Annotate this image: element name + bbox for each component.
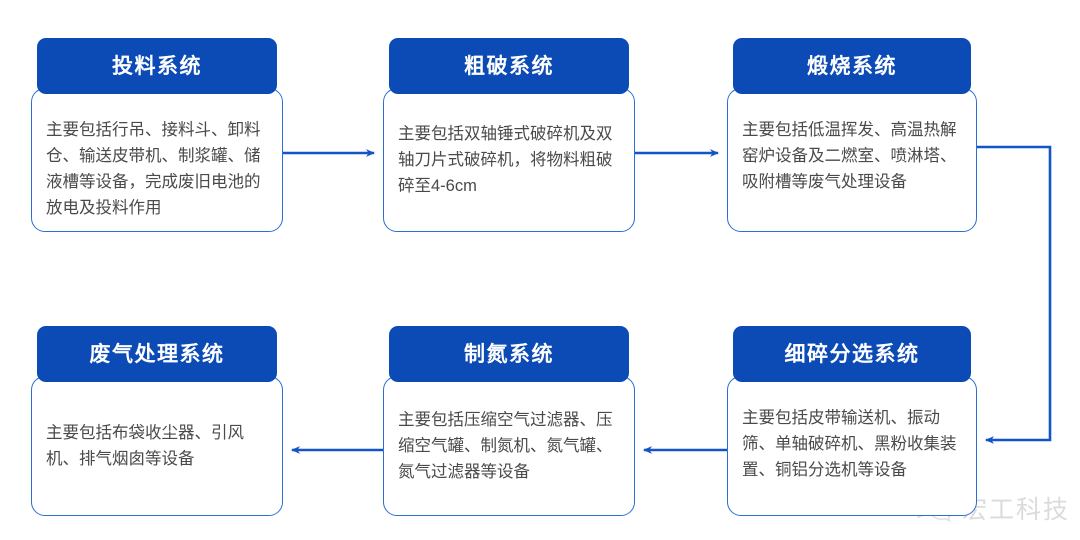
node-waste-gas-treatment-system[interactable]: 主要包括布袋收尘器、引风机、排气烟囱等设备 废气处理系统 (31, 326, 283, 516)
node-body-text-coarse-crushing-system: 主要包括双轴锤式破碎机及双轴刀片式破碎机，将物料粗破碎至4-6cm (398, 125, 613, 195)
node-body-text-calcination-system: 主要包括低温挥发、高温热解窑炉设备及二燃室、喷淋塔、吸附槽等废气处理设备 (742, 121, 957, 191)
node-body-calcination-system: 主要包括低温挥发、高温热解窑炉设备及二燃室、喷淋塔、吸附槽等废气处理设备 (727, 88, 977, 232)
node-title-fine-crushing-sorting-system: 细碎分选系统 (784, 342, 920, 366)
node-header-feeding-system[interactable]: 投料系统 (37, 38, 277, 94)
node-coarse-crushing-system[interactable]: 主要包括双轴锤式破碎机及双轴刀片式破碎机，将物料粗破碎至4-6cm 粗破系统 (383, 38, 635, 232)
node-header-coarse-crushing-system[interactable]: 粗破系统 (389, 38, 629, 94)
node-calcination-system[interactable]: 主要包括低温挥发、高温热解窑炉设备及二燃室、喷淋塔、吸附槽等废气处理设备 煅烧系… (727, 38, 977, 232)
node-title-feeding-system: 投料系统 (112, 54, 202, 78)
node-body-text-fine-crushing-sorting-system: 主要包括皮带输送机、振动筛、单轴破碎机、黑粉收集装置、铜铝分选机等设备 (742, 409, 957, 479)
node-body-text-nitrogen-generation-system: 主要包括压缩空气过滤器、压缩空气罐、制氮机、氮气罐、氮气过滤器等设备 (398, 411, 613, 481)
node-title-nitrogen-generation-system: 制氮系统 (464, 342, 554, 366)
node-feeding-system[interactable]: 主要包括行吊、接料斗、卸料仓、输送皮带机、制浆罐、储液槽等设备，完成废旧电池的放… (31, 38, 283, 232)
node-body-nitrogen-generation-system: 主要包括压缩空气过滤器、压缩空气罐、制氮机、氮气罐、氮气过滤器等设备 (383, 376, 635, 516)
connector-calcination-to-fine (977, 145, 1052, 444)
node-title-calcination-system: 煅烧系统 (807, 54, 897, 78)
node-fine-crushing-sorting-system[interactable]: 主要包括皮带输送机、振动筛、单轴破碎机、黑粉收集装置、铜铝分选机等设备 细碎分选… (727, 326, 977, 516)
node-body-waste-gas-treatment-system: 主要包括布袋收尘器、引风机、排气烟囱等设备 (31, 376, 283, 516)
node-header-waste-gas-treatment-system[interactable]: 废气处理系统 (37, 326, 277, 382)
node-body-text-feeding-system: 主要包括行吊、接料斗、卸料仓、输送皮带机、制浆罐、储液槽等设备，完成废旧电池的放… (46, 121, 261, 217)
node-header-fine-crushing-sorting-system[interactable]: 细碎分选系统 (733, 326, 971, 382)
node-title-coarse-crushing-system: 粗破系统 (464, 54, 554, 78)
node-body-coarse-crushing-system: 主要包括双轴锤式破碎机及双轴刀片式破碎机，将物料粗破碎至4-6cm (383, 88, 635, 232)
node-header-nitrogen-generation-system[interactable]: 制氮系统 (389, 326, 629, 382)
node-title-waste-gas-treatment-system: 废气处理系统 (89, 342, 225, 366)
node-header-calcination-system[interactable]: 煅烧系统 (733, 38, 971, 94)
node-nitrogen-generation-system[interactable]: 主要包括压缩空气过滤器、压缩空气罐、制氮机、氮气罐、氮气过滤器等设备 制氮系统 (383, 326, 635, 516)
node-body-feeding-system: 主要包括行吊、接料斗、卸料仓、输送皮带机、制浆罐、储液槽等设备，完成废旧电池的放… (31, 88, 283, 232)
node-body-fine-crushing-sorting-system: 主要包括皮带输送机、振动筛、单轴破碎机、黑粉收集装置、铜铝分选机等设备 (727, 376, 977, 516)
node-body-text-waste-gas-treatment-system: 主要包括布袋收尘器、引风机、排气烟囱等设备 (46, 424, 244, 468)
